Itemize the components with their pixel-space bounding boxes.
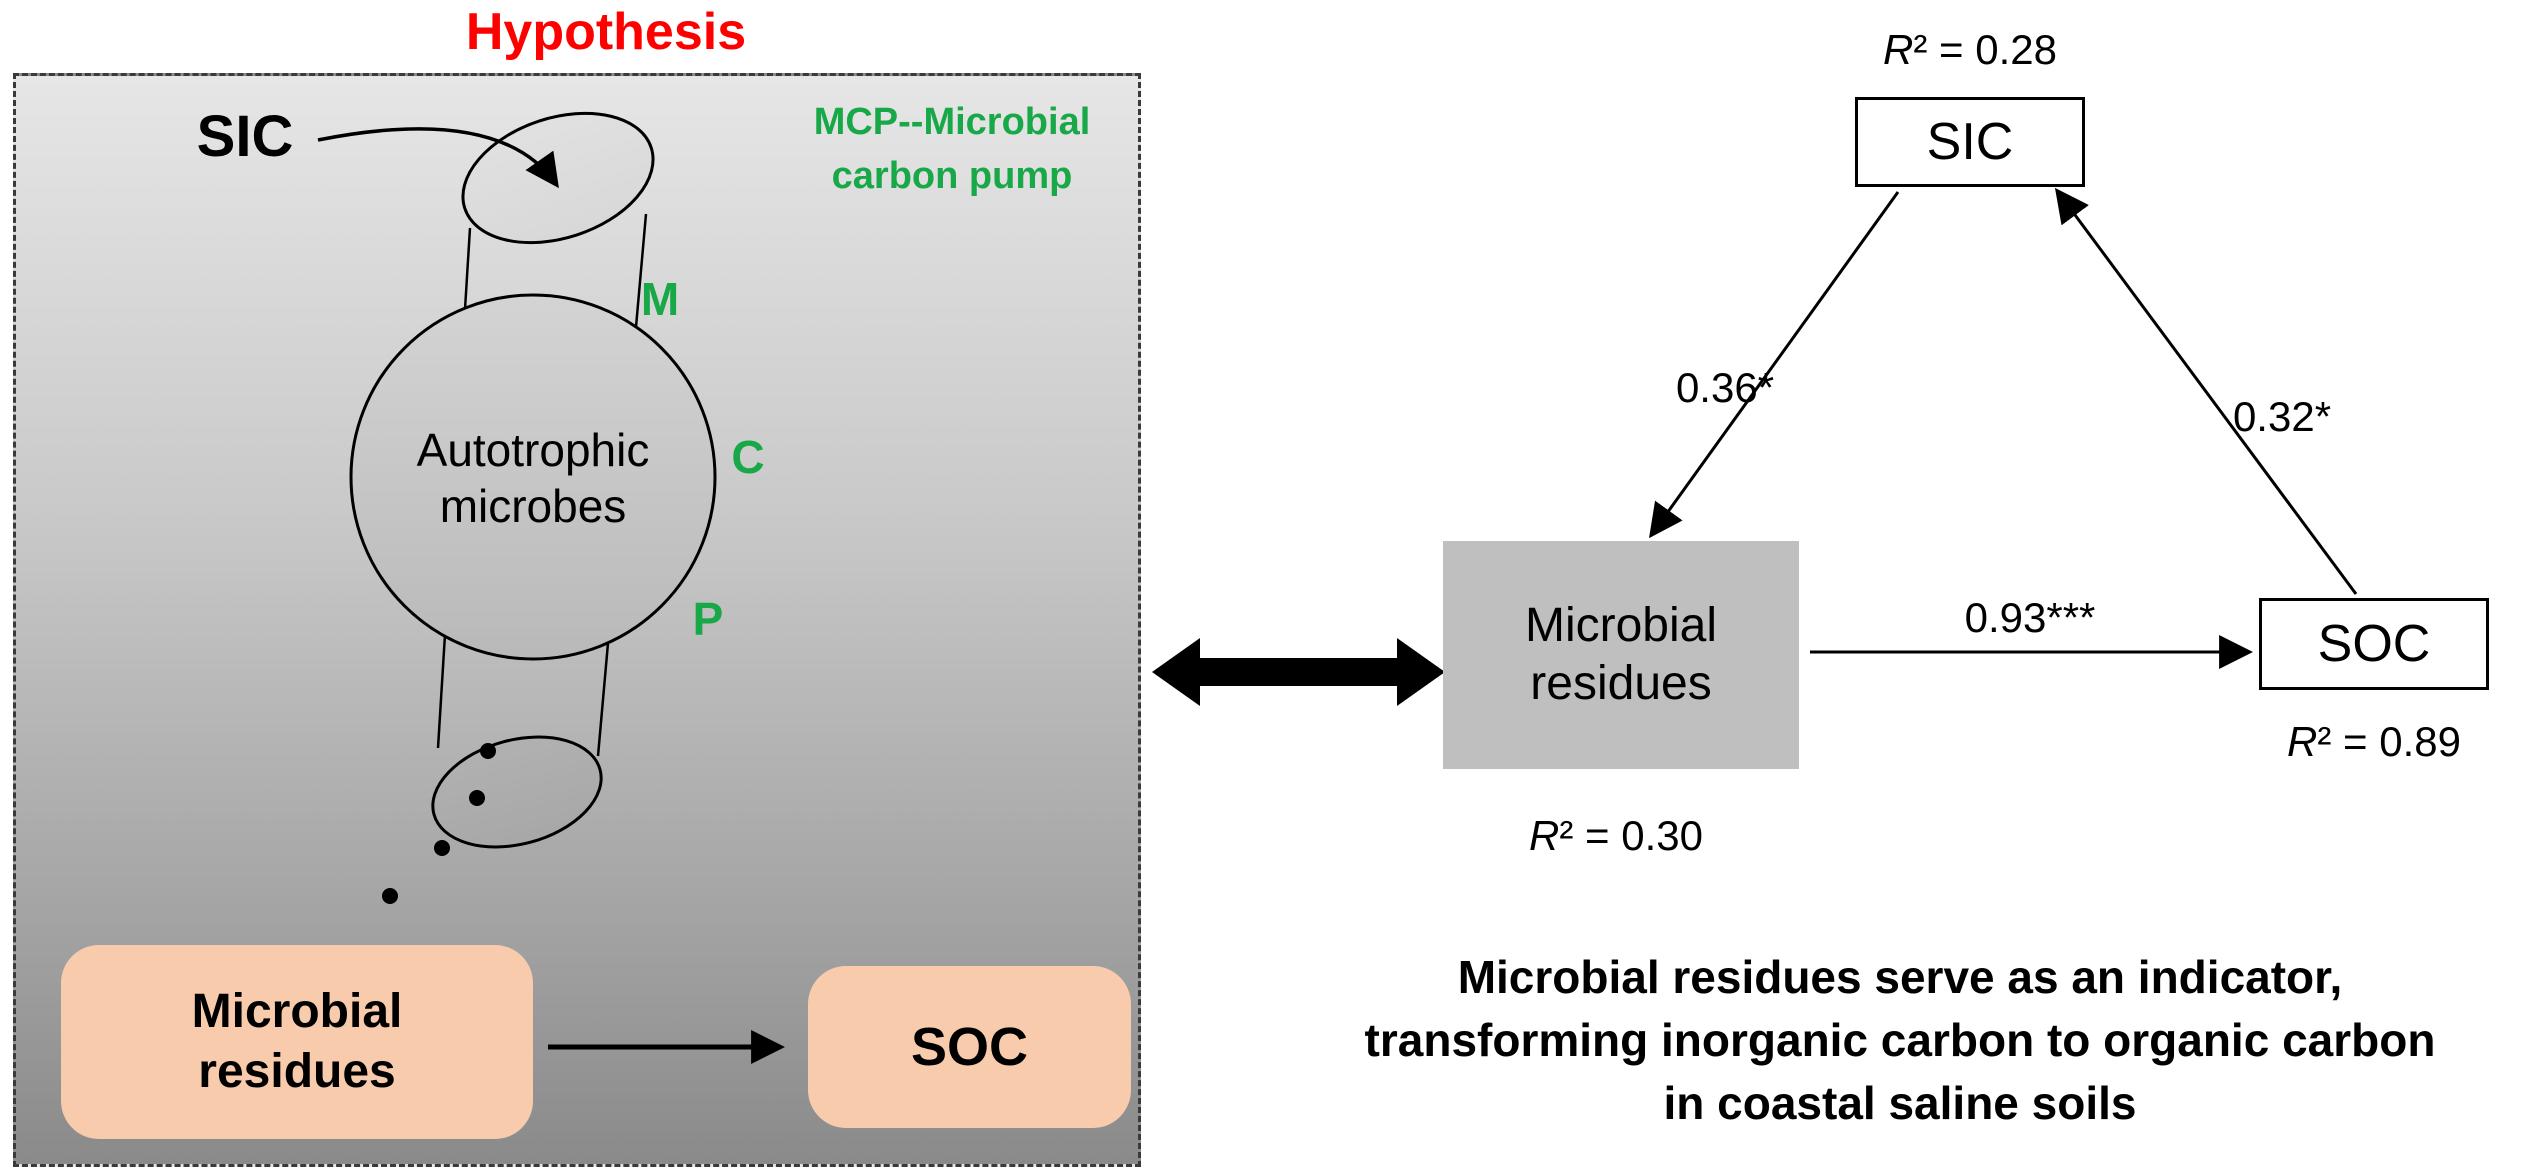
microbial-residues-box-left: Microbial residues: [61, 945, 533, 1139]
soc-box-left: SOC: [808, 966, 1131, 1128]
sem-microbial-residues-box: Microbial residues: [1443, 541, 1799, 769]
sem-sic-label: SIC: [1926, 113, 2014, 171]
sem-residues-line1: Microbial: [1524, 599, 1718, 652]
microbial-residues-line2: residues: [198, 1045, 396, 1098]
r2-value-soc: R² = 0.89: [2224, 718, 2524, 766]
mcp-legend-line2: carbon pump: [831, 155, 1073, 197]
conclusion-caption: Microbial residues serve as an indicator…: [1280, 946, 2520, 1135]
path-coefficient-sic-residues: 0.36*: [1675, 364, 1775, 411]
microbes-line: microbes: [439, 480, 627, 532]
path-coefficient-soc-sic: 0.32*: [2232, 393, 2332, 440]
caption-line3: in coastal saline soils: [1663, 1077, 2137, 1129]
sem-soc-label: SOC: [2317, 615, 2431, 673]
sem-arrow-sic-to-residues: [1649, 191, 1900, 539]
double-headed-link-arrow: [1152, 638, 1445, 706]
mcp-letter-c: C: [731, 431, 765, 483]
figure-title: Hypothesis: [465, 3, 747, 61]
mcp-legend: MCP--Microbial carbon pump: [742, 95, 1162, 203]
mcp-dashes-text: --Microbial: [898, 101, 1091, 143]
mcp-letter-m: M: [640, 273, 680, 325]
r2-value-residues: R² = 0.30: [1446, 812, 1786, 860]
microbial-residues-line1: Microbial: [191, 985, 403, 1038]
r2-text-soc: R² = 0.89: [2287, 718, 2461, 765]
r2-value-sic: R² = 0.28: [1820, 26, 2120, 74]
sic-label-left: SIC: [196, 104, 294, 169]
autotrophic-line: Autotrophic: [416, 424, 650, 476]
mcp-legend-line1: MCP--Microbial: [742, 95, 1162, 149]
path-coefficient-residues-soc: 0.93***: [1964, 594, 2096, 641]
mcp-letter-p: P: [692, 593, 724, 645]
sem-residues-line2: residues: [1530, 657, 1712, 710]
r2-text-residues: R² = 0.30: [1529, 812, 1703, 859]
caption-line2: transforming inorganic carbon to organic…: [1364, 1014, 2436, 1066]
r2-text-sic: R² = 0.28: [1883, 26, 2057, 73]
caption-line1: Microbial residues serve as an indicator…: [1457, 951, 2343, 1003]
sem-soc-box: SOC: [2259, 598, 2489, 690]
soc-label-left: SOC: [910, 1017, 1029, 1077]
sem-sic-box: SIC: [1855, 97, 2085, 187]
mcp-acronym: MCP: [813, 101, 899, 143]
autotrophic-microbes-label: Autotrophic microbes: [363, 422, 703, 534]
